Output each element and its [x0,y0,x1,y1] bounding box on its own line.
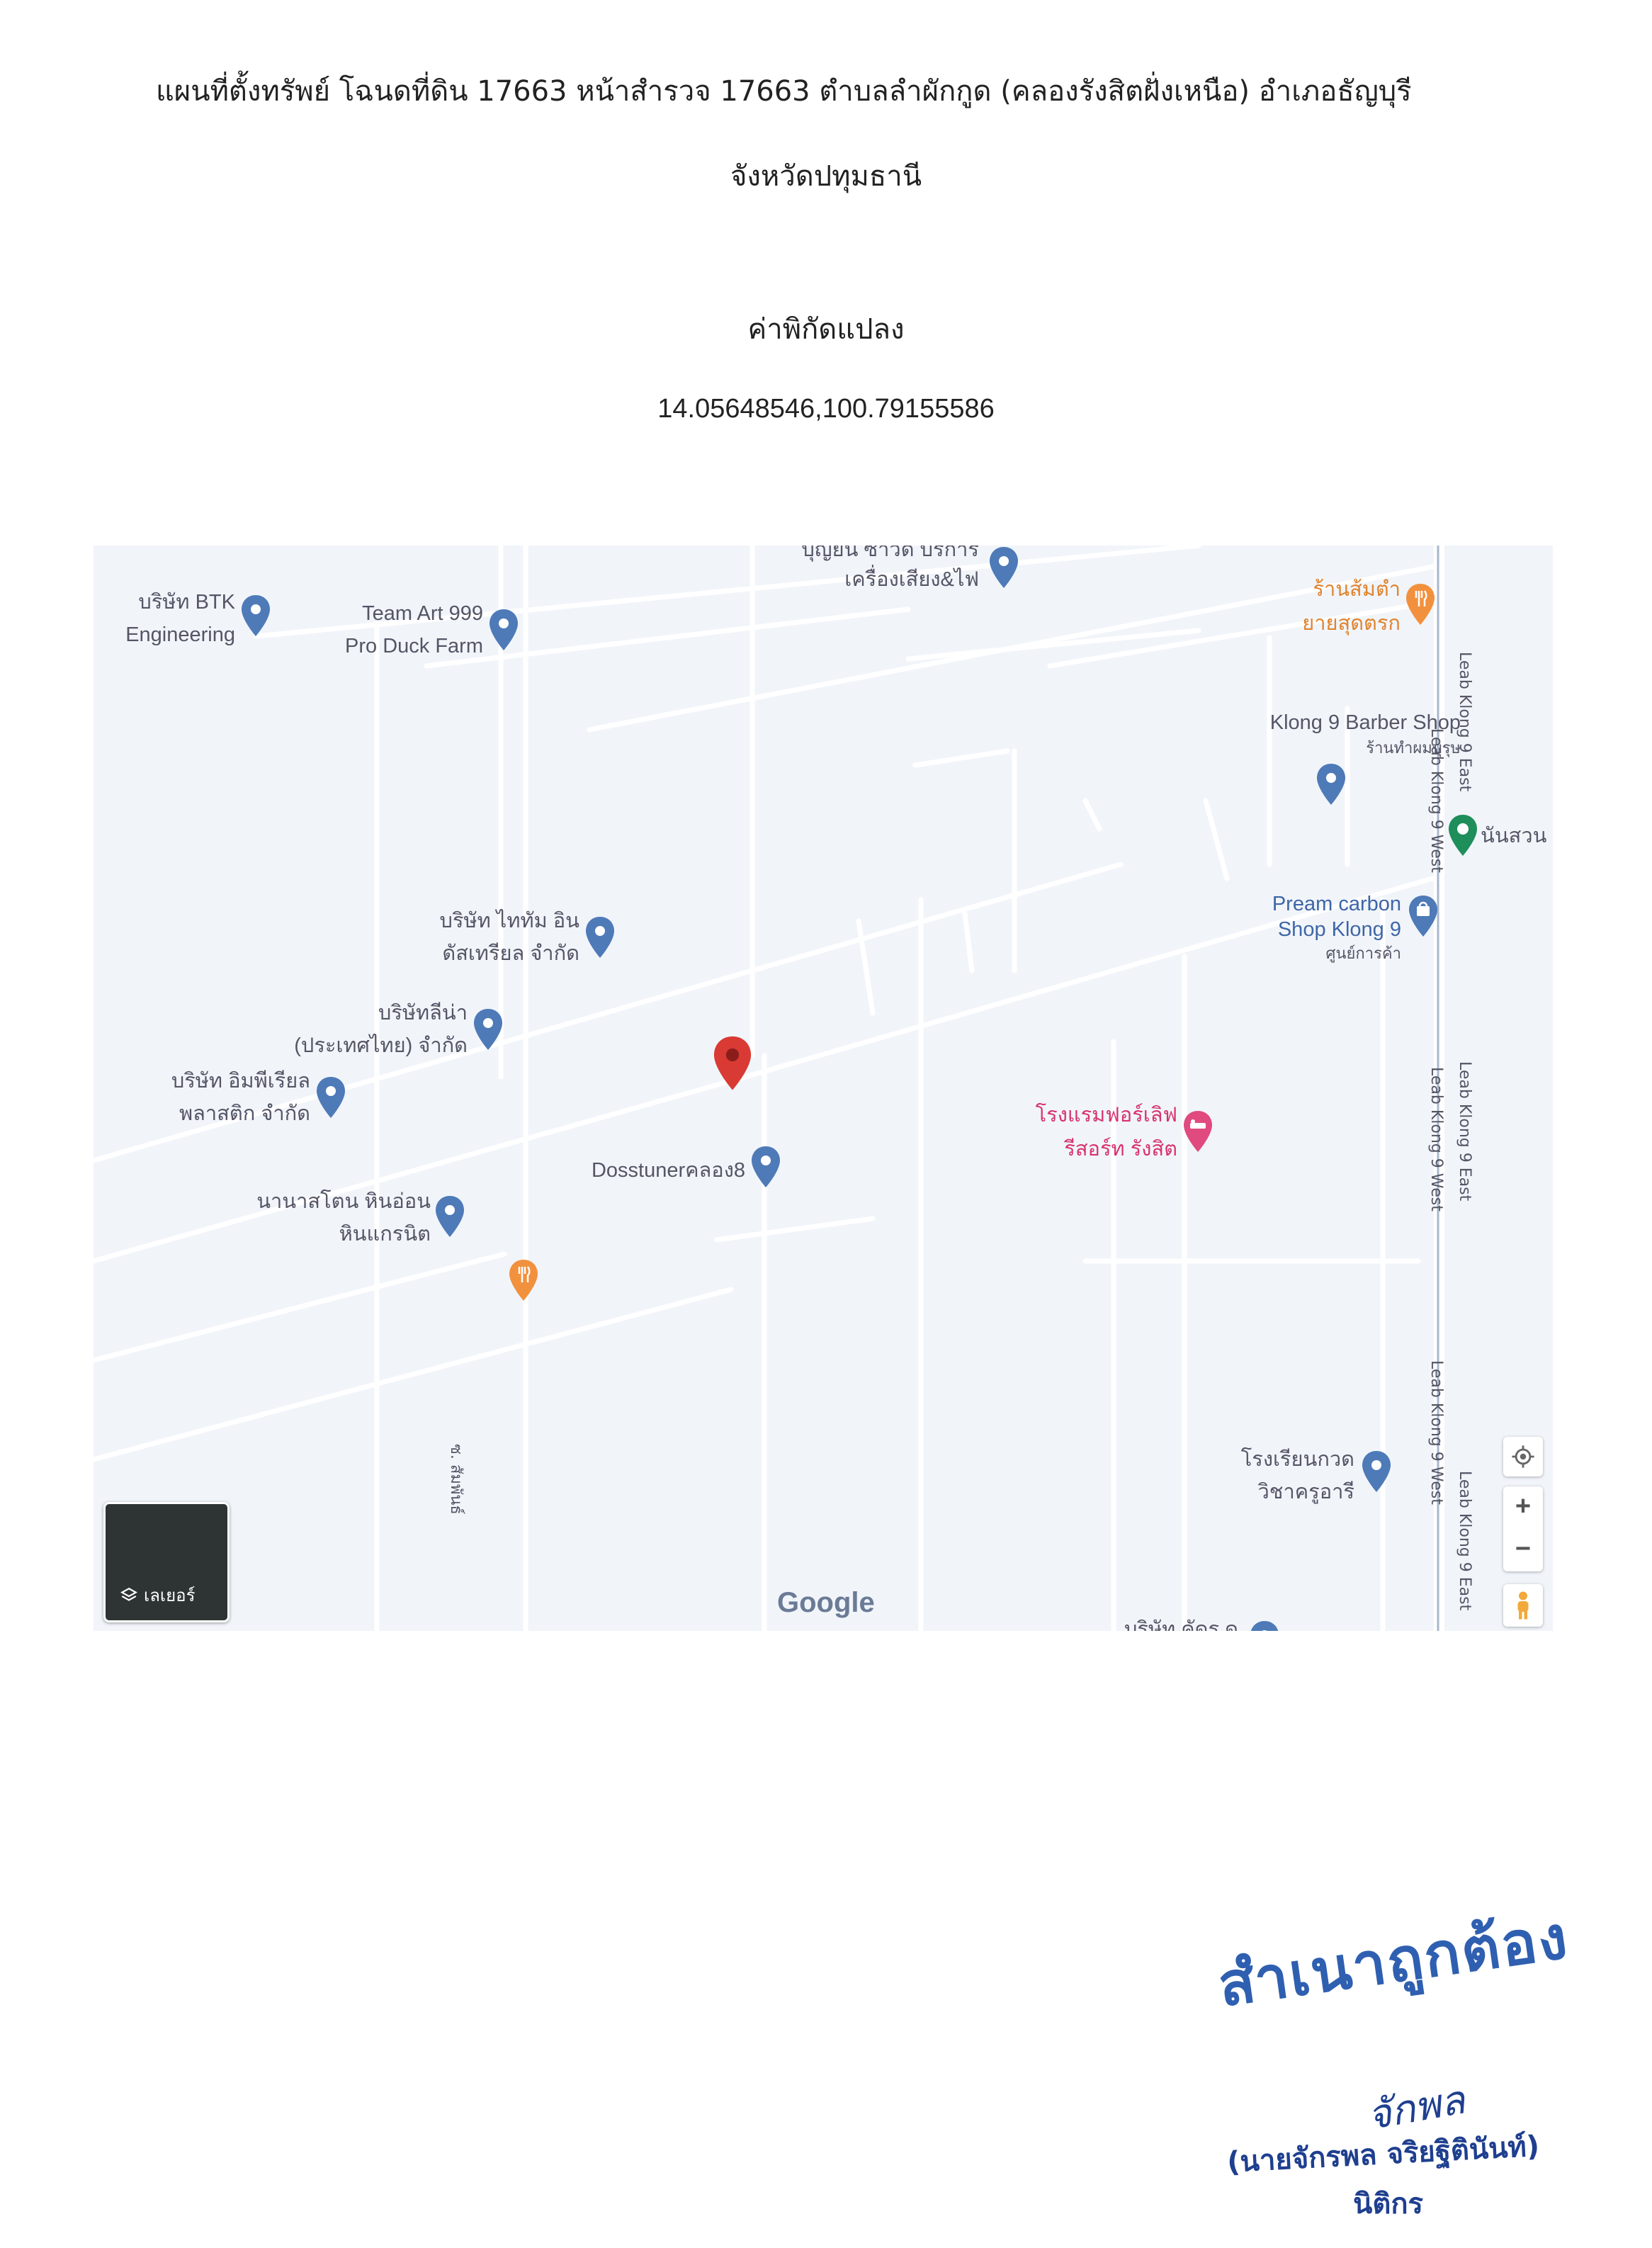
poi-label[interactable]: Pro Duck Farm [345,635,483,657]
poi-label[interactable]: ศูนย์การค้า [1325,944,1401,962]
road-label-east: Leab Klong 9 East [1456,652,1473,792]
locate-icon [1512,1445,1534,1468]
poi-label[interactable]: Team Art 999 [362,602,483,625]
road-label-soi: ซ. สัมพันธ์ [447,1444,465,1515]
coordinate-heading: ค่าพิกัดแปลง [747,313,905,346]
poi-label[interactable]: วิชาครูอารี [1257,1481,1354,1503]
location-marker-icon[interactable] [711,1034,754,1094]
shopping-icon[interactable] [1407,894,1439,939]
road-label-east: Leab Klong 9 East [1456,1061,1473,1202]
signer-role: นิติกร [1353,2188,1424,2220]
certified-copy-stamp: สำเนาถูกต้อง [1213,1902,1573,2021]
map-pin-icon[interactable] [434,1194,466,1240]
road-network [94,546,1444,1631]
zoom-in-button[interactable]: + [1515,1491,1532,1521]
poi-label[interactable]: ร้านทำผมบุรุษ [1366,739,1461,757]
map-pin-icon[interactable] [1315,762,1347,808]
zoom-out-button[interactable]: − [1515,1534,1532,1564]
zoom-control: + − [1503,1486,1543,1571]
document-title: แผนที่ตั้งทรัพย์ โฉนดที่ดิน 17663 หน้าสำ… [156,75,1412,108]
poi-label[interactable]: บุญยืน ซาวด์ บริการ [801,546,979,561]
coordinate-value: 14.05648546,100.79155586 [657,394,995,424]
poi-label[interactable]: Klong 9 Barber Shop [1269,711,1461,734]
signer-name: (นายจักรพล จริยฐิตินันท์) [1226,2130,1541,2179]
restaurant-icon[interactable] [1404,582,1437,628]
map-pin-icon[interactable] [1248,1620,1281,1631]
poi-label[interactable]: หินแกรนิต [339,1223,431,1246]
poi-label[interactable]: บริษัท คัดร ด [1124,1618,1238,1631]
map-pin-icon[interactable] [239,594,272,639]
map-pin-icon[interactable] [315,1075,347,1121]
poi-label[interactable]: Shop Klong 9 [1277,918,1401,941]
poi-label[interactable]: ดัสเทรียล จำกัด [442,942,579,965]
poi-label[interactable]: Pream carbon [1272,893,1401,915]
layers-icon [120,1587,137,1601]
google-logo: Google [777,1587,875,1618]
park-icon[interactable] [1447,813,1479,859]
pegman-icon [1517,1591,1529,1620]
document-title-province: จังหวัดปทุมธานี [730,160,922,193]
map-pin-icon[interactable] [584,915,616,961]
poi-label[interactable]: ร้านส้มตำ [1313,578,1401,601]
map-pin-icon[interactable] [487,608,520,653]
road-label-west: Leab Klong 9 West [1427,1360,1445,1505]
poi-label[interactable]: Dosstunerคลอง8 [591,1159,745,1182]
map-pin-icon[interactable] [988,546,1020,591]
poi-label[interactable]: นานาสโตน หินอ่อน [256,1190,431,1213]
my-location-button[interactable] [1503,1437,1543,1476]
poi-label[interactable]: เครื่องเสียง&ไฟ [844,568,979,591]
poi-label[interactable]: ยายสุดตรก [1302,612,1401,635]
map-pin-icon[interactable] [472,1007,504,1053]
hotel-icon[interactable] [1182,1109,1214,1155]
poi-label[interactable]: โรงเรียนกวด [1240,1448,1354,1471]
poi-label[interactable]: (ประเทศไทย) จำกัด [294,1034,468,1057]
map-view[interactable]: บุญยืน ซาวด์ บริการ เครื่องเสียง&ไฟ บริษ… [94,546,1553,1631]
poi-label[interactable]: บริษัท BTK [138,591,235,614]
road-label-east: Leab Klong 9 East [1456,1471,1473,1611]
layers-button[interactable]: เลเยอร์ [103,1502,230,1622]
map-pin-icon[interactable] [749,1145,782,1190]
poi-label[interactable]: บริษัทลีน่า [378,1002,468,1024]
map-pin-icon[interactable] [1360,1450,1393,1495]
road-label-west: Leab Klong 9 West [1427,1067,1445,1211]
layers-label: เลเยอร์ [144,1586,196,1605]
poi-label[interactable]: บริษัท อิมพีเรียล [171,1070,310,1092]
poi-label[interactable]: Engineering [125,623,235,646]
street-view-button[interactable] [1503,1584,1543,1627]
poi-label[interactable]: นันสวน [1481,825,1547,847]
poi-label[interactable]: รีสอร์ท รังสิต [1064,1138,1177,1160]
restaurant-icon[interactable] [507,1258,540,1304]
road-label-west: Leab Klong 9 West [1427,728,1445,873]
poi-label[interactable]: พลาสติก จำกัด [179,1102,310,1125]
poi-label[interactable]: โรงแรมฟอร์เลิฟ [1035,1104,1177,1126]
poi-label[interactable]: บริษัท ไททัม อิน [439,910,579,932]
